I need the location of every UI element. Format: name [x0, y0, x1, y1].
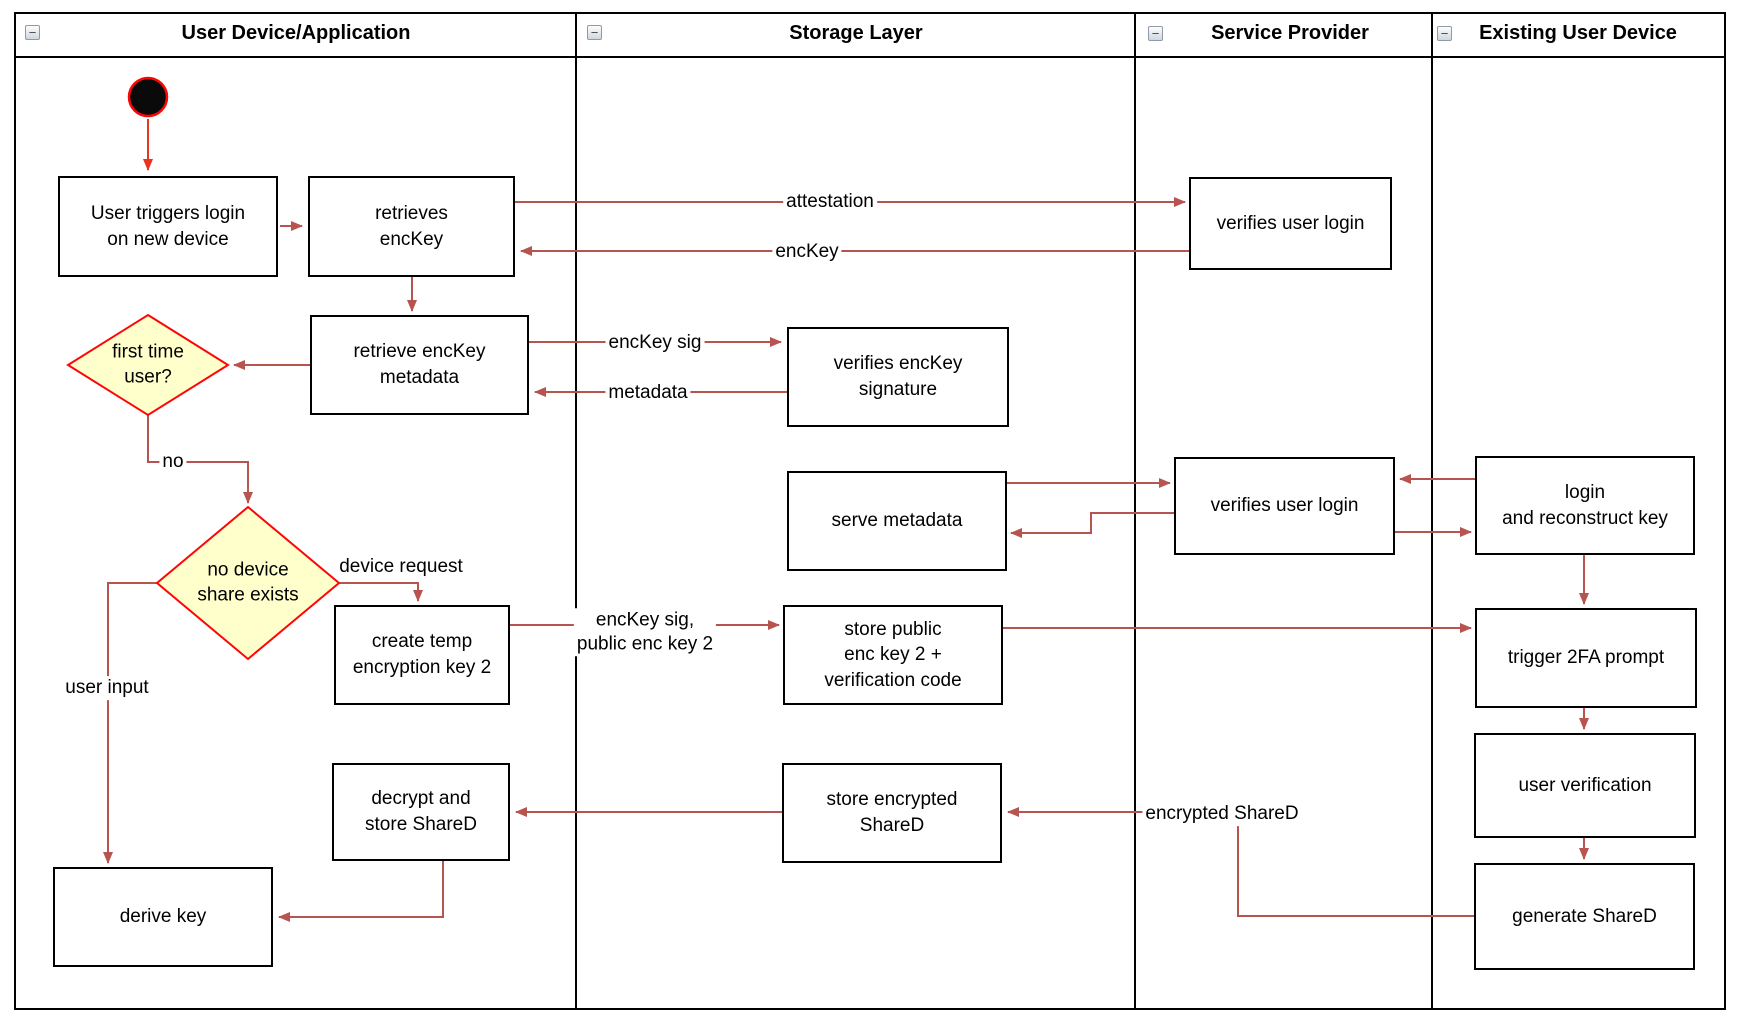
lane-divider-3 [1431, 12, 1433, 1010]
lane-title-service-provider: Service Provider [1211, 22, 1369, 44]
edge-verifies2-to-serve [1010, 512, 1174, 538]
node-verifies-user-login-1: verifies user login [1189, 177, 1392, 270]
lane-title-existing-device: Existing User Device [1479, 22, 1677, 44]
node-login-reconstruct-key: login and reconstruct key [1475, 456, 1695, 555]
edge-generate-to-storeencrypted [1007, 807, 1474, 917]
edge-decrypt-to-derive [278, 861, 444, 922]
decision-label-first-time-user: first time user? [112, 341, 184, 387]
lane-header-divider [14, 56, 1726, 58]
node-store-encrypted-shared: store encrypted ShareD [782, 763, 1002, 863]
edge-user-input [103, 582, 157, 864]
node-user-triggers-login: User triggers login on new device [58, 176, 278, 277]
lane-divider-2 [1134, 12, 1136, 1010]
edge-label-user-input: user input [62, 676, 152, 700]
edge-label-encrypted-shared: encrypted ShareD [1142, 802, 1302, 826]
collapse-icon[interactable]: − [587, 25, 602, 40]
collapse-icon[interactable]: − [1437, 26, 1452, 41]
edge-no-branch [147, 415, 253, 504]
edge-label-enckeysig-pub2: encKey sig, public enc key 2 [573, 608, 717, 656]
edge-label-enckey-sig: encKey sig [605, 331, 705, 355]
decision-label-no-device-share: no device share exists [197, 559, 299, 605]
decision-no-device-share [155, 505, 341, 661]
lane-title-user-device: User Device/Application [181, 22, 411, 44]
collapse-icon[interactable]: − [25, 25, 40, 40]
edge-label-device-request: device request [339, 556, 463, 578]
node-trigger-2fa: trigger 2FA prompt [1475, 608, 1697, 708]
node-verifies-enckey-signature: verifies encKey signature [787, 327, 1009, 427]
node-decrypt-store-shared: decrypt and store ShareD [332, 763, 510, 861]
node-store-public-key: store public enc key 2 + verification co… [783, 605, 1003, 705]
node-user-verification: user verification [1474, 733, 1696, 838]
node-verifies-user-login-2: verifies user login [1174, 457, 1395, 555]
start-node [127, 76, 169, 118]
node-retrieve-enckey-metadata: retrieve encKey metadata [310, 315, 529, 415]
node-retrieves-enckey: retrieves encKey [308, 176, 515, 277]
node-create-temp-key: create temp encryption key 2 [334, 605, 510, 705]
edge-label-metadata: metadata [605, 381, 691, 405]
edge-label-attestation: attestation [783, 190, 877, 214]
lane-title-storage-layer: Storage Layer [789, 22, 923, 44]
edge-label-no: no [159, 450, 187, 474]
node-serve-metadata: serve metadata [787, 471, 1007, 571]
node-derive-key: derive key [53, 867, 273, 967]
lane-divider-1 [575, 12, 577, 1010]
edge-label-enckey: encKey [772, 240, 842, 264]
decision-first-time-user [66, 313, 230, 417]
edge-device-request [339, 582, 423, 602]
collapse-icon[interactable]: − [1148, 26, 1163, 41]
node-generate-shared: generate ShareD [1474, 863, 1695, 970]
